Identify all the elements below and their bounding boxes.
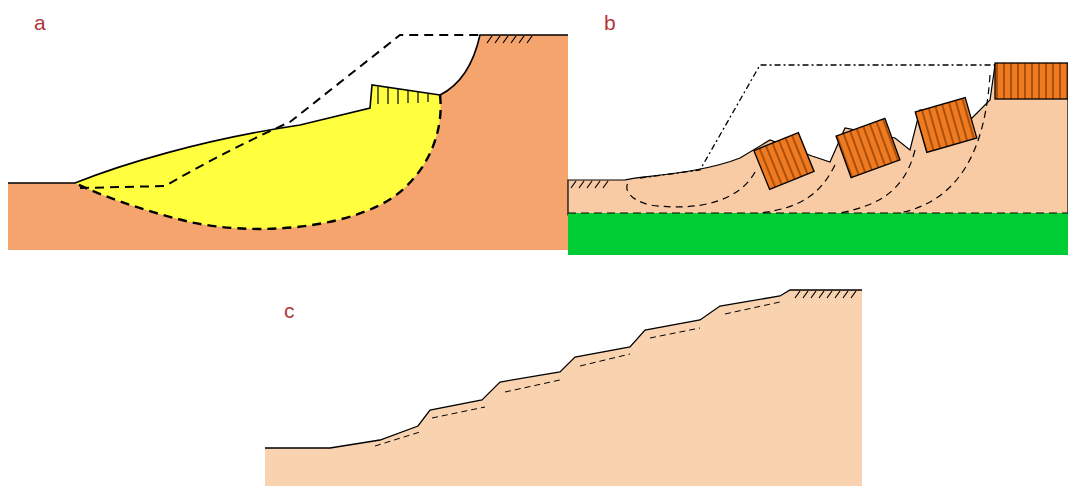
panel-letter: a	[34, 12, 46, 33]
ground-tick	[851, 291, 856, 298]
ground-tick	[503, 36, 508, 43]
ground-tick	[603, 181, 608, 188]
rotational-slide	[8, 35, 568, 250]
ground-tick	[827, 291, 832, 298]
ground-tick	[795, 291, 800, 298]
ground-tick	[511, 36, 516, 43]
ground-tick	[811, 291, 816, 298]
creep-slope	[265, 290, 862, 486]
ground-tick	[595, 181, 600, 188]
panel-letter: b	[604, 12, 616, 33]
ground-tick	[579, 181, 584, 188]
ground-tick	[835, 291, 840, 298]
ground-tick	[803, 291, 808, 298]
ground-tick	[527, 36, 532, 43]
ground-tick	[571, 181, 576, 188]
ground-tick	[495, 36, 500, 43]
block-slide	[568, 63, 1068, 255]
ground-tick	[519, 36, 524, 43]
panel-letter: c	[284, 300, 295, 321]
ground-tick	[587, 181, 592, 188]
ground-tick	[843, 291, 848, 298]
ground-tick	[819, 291, 824, 298]
ground-tick	[487, 36, 492, 43]
